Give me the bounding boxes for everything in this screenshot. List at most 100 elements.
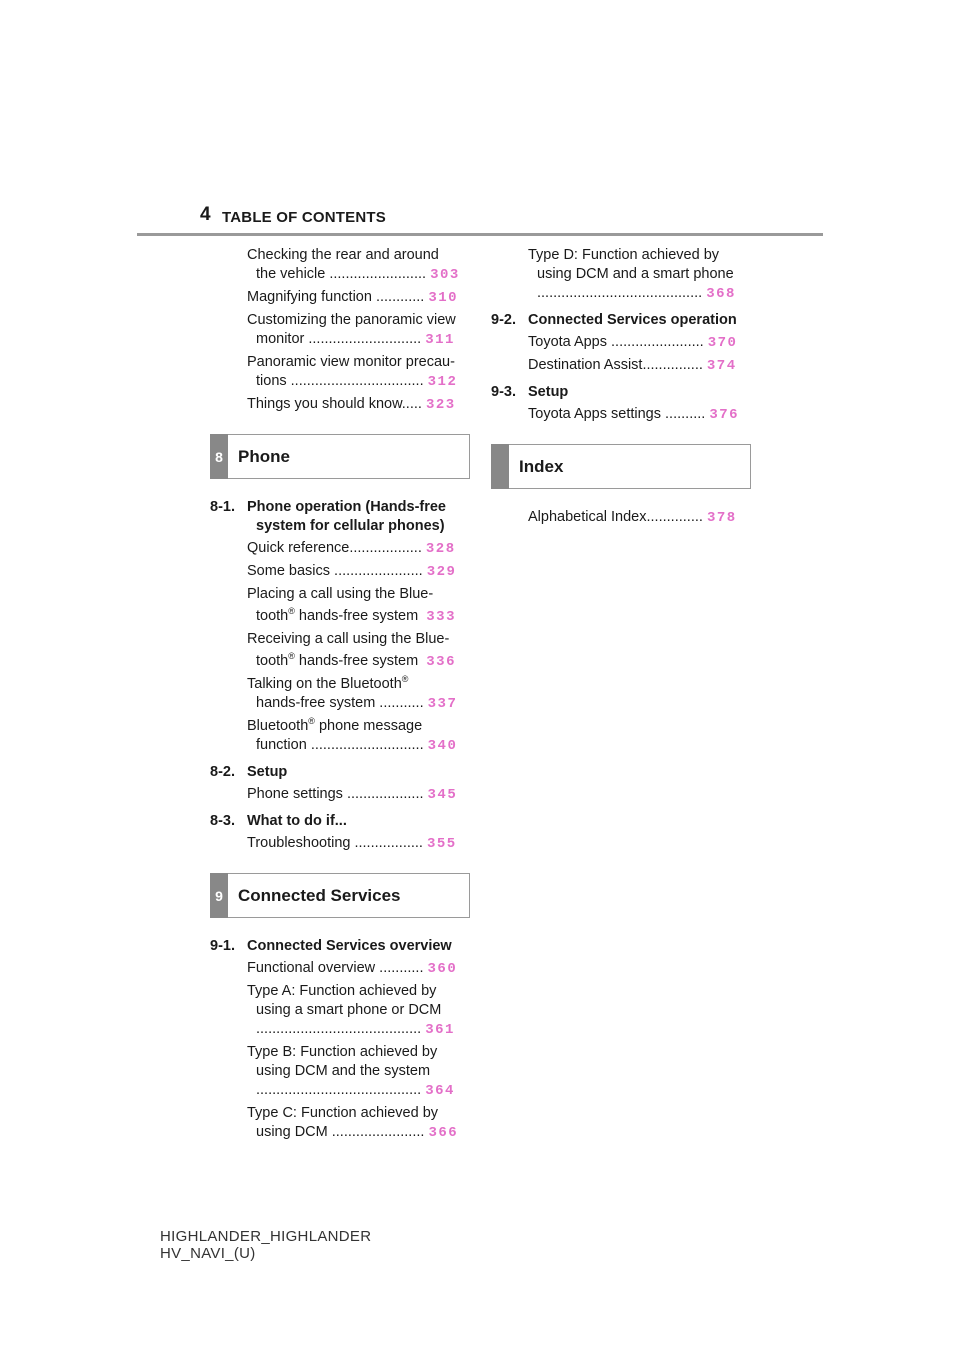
page-link[interactable]: 312 xyxy=(427,374,458,390)
page-link[interactable]: 337 xyxy=(427,696,458,712)
registered-mark: ® xyxy=(288,606,295,617)
chapter-box-phone[interactable]: 8 Phone xyxy=(210,434,470,479)
page-link[interactable]: 355 xyxy=(427,836,457,852)
footer-line: HIGHLANDER_HIGHLANDER xyxy=(160,1228,372,1245)
entry-text: hands-free system xyxy=(294,653,419,669)
page-link[interactable]: 323 xyxy=(425,397,456,413)
entry-text: Bluetooth xyxy=(247,718,309,734)
entry-leader: Toyota Apps settings .......... 376 xyxy=(528,405,751,425)
toc-entry[interactable]: Some basics ...................... 329 xyxy=(247,562,470,582)
entry-leader: tooth® hands-free system 336 xyxy=(256,652,470,672)
page-link[interactable]: 333 xyxy=(426,609,456,625)
entry-text: Magnifying function ............ xyxy=(247,289,425,305)
page-link[interactable]: 360 xyxy=(427,961,458,977)
toc-entry[interactable]: Toyota Apps ....................... 370 xyxy=(528,333,751,353)
entry-dots: ........................................… xyxy=(256,1021,422,1037)
header-title: TABLE OF CONTENTS xyxy=(222,209,386,226)
entry-leader: monitor ............................ 311 xyxy=(256,330,470,350)
toc-entry[interactable]: Checking the rear and around the vehicle… xyxy=(247,246,470,285)
page-link[interactable]: 378 xyxy=(706,510,737,526)
section-label: Setup xyxy=(247,764,288,780)
entry-text: tooth xyxy=(256,653,289,669)
registered-mark: ® xyxy=(288,651,295,662)
page-link[interactable]: 336 xyxy=(426,654,456,670)
chapter-tab: 9 xyxy=(210,873,228,918)
toc-entry[interactable]: Magnifying function ............ 310 xyxy=(247,288,470,308)
page-link[interactable]: 311 xyxy=(425,332,455,348)
toc-entry[interactable]: Troubleshooting ................. 355 xyxy=(247,834,470,854)
chapter-box-connected-services[interactable]: 9 Connected Services xyxy=(210,873,470,918)
section-heading[interactable]: 9-2. Connected Services operation xyxy=(491,311,751,330)
entry-text: Functional overview ........... xyxy=(247,960,424,976)
registered-mark: ® xyxy=(308,716,315,727)
entry-text: Panoramic view monitor precau- xyxy=(247,354,455,370)
chapter-tab: 8 xyxy=(210,434,228,479)
entry-text: Receiving a call using the Blue- xyxy=(247,631,450,647)
page-link[interactable]: 370 xyxy=(707,335,738,351)
section-label: Setup xyxy=(528,384,569,400)
section-heading[interactable]: 8-3. What to do if... xyxy=(210,812,470,831)
section-heading[interactable]: 9-1. Connected Services overview xyxy=(210,937,470,956)
toc-entry[interactable]: Bluetooth® phone message function ......… xyxy=(247,717,470,756)
page-link[interactable]: 310 xyxy=(428,290,459,306)
entry-leader: tooth® hands-free system 333 xyxy=(256,607,470,627)
page-link[interactable]: 361 xyxy=(425,1022,455,1038)
entry-text: Some basics ...................... xyxy=(247,563,423,579)
entry-text: hands-free system xyxy=(294,608,419,624)
page-link[interactable]: 376 xyxy=(709,407,740,423)
toc-entry[interactable]: Type D: Function achieved by using DCM a… xyxy=(528,246,751,304)
section-number: 8-2. xyxy=(210,764,235,780)
toc-entry[interactable]: Customizing the panoramic view monitor .… xyxy=(247,311,470,350)
section-heading[interactable]: 8-2. Setup xyxy=(210,763,470,782)
page-link[interactable]: 303 xyxy=(430,267,460,283)
entry-text: phone message xyxy=(314,718,423,734)
entry-leader: hands-free system ........... 337 xyxy=(256,694,470,714)
toc-entry[interactable]: Type C: Function achieved by using DCM .… xyxy=(247,1104,470,1143)
toc-entry[interactable]: Talking on the Bluetooth® hands-free sys… xyxy=(247,675,470,714)
entry-text: using a smart phone or DCM xyxy=(256,1002,442,1018)
entry-text: Customizing the panoramic view xyxy=(247,312,456,328)
chapter-box-index[interactable]: Index xyxy=(491,444,751,489)
page-link[interactable]: 345 xyxy=(427,787,458,803)
entry-text: Talking on the Bluetooth® xyxy=(247,675,470,694)
toc-entry[interactable]: Destination Assist............... 374 xyxy=(528,356,751,376)
entry-dots: function ............................ xyxy=(256,737,424,753)
toc-entry[interactable]: Toyota Apps settings .......... 376 xyxy=(528,405,751,425)
section-label: Phone operation (Hands-free system for c… xyxy=(247,498,470,536)
entry-leader: tions ................................. … xyxy=(256,372,470,392)
page-link[interactable]: 328 xyxy=(425,541,456,557)
section-heading[interactable]: 9-3. Setup xyxy=(491,383,751,402)
section-number: 9-3. xyxy=(491,384,516,400)
entry-text: using DCM and a smart phone xyxy=(537,266,734,282)
page-link[interactable]: 366 xyxy=(428,1125,459,1141)
entry-leader: Alphabetical Index.............. 378 xyxy=(528,508,751,528)
toc-entry[interactable]: Functional overview ........... 360 xyxy=(247,959,470,979)
toc-entry[interactable]: Phone settings ................... 345 xyxy=(247,785,470,805)
entry-dots: ........................................… xyxy=(537,285,703,301)
toc-entry[interactable]: Type B: Function achieved by using DCM a… xyxy=(247,1043,470,1101)
page-link[interactable]: 374 xyxy=(706,358,737,374)
section-label: Connected Services overview xyxy=(247,938,452,954)
page-link[interactable]: 368 xyxy=(706,286,736,302)
page-link[interactable]: 329 xyxy=(426,564,457,580)
entry-leader: the vehicle ........................ 303 xyxy=(256,265,470,285)
toc-entry[interactable]: Things you should know..... 323 xyxy=(247,395,470,415)
toc-entry[interactable]: Panoramic view monitor precau- tions ...… xyxy=(247,353,470,392)
page-link[interactable]: 364 xyxy=(425,1083,455,1099)
entry-dots: tions ................................. xyxy=(256,373,424,389)
entry-text: Alphabetical Index.............. xyxy=(528,509,703,525)
entry-text: Destination Assist............... xyxy=(528,357,703,373)
section-number: 9-2. xyxy=(491,312,516,328)
toc-entry[interactable]: Quick reference.................. 328 xyxy=(247,539,470,559)
section-heading[interactable]: 8-1. Phone operation (Hands-free system … xyxy=(210,498,470,536)
entry-text: Type B: Function achieved by xyxy=(247,1044,438,1060)
page-link[interactable]: 340 xyxy=(427,738,458,754)
toc-entry[interactable]: Receiving a call using the Blue- tooth® … xyxy=(247,630,470,672)
toc-entry[interactable]: Type A: Function achieved by using a sma… xyxy=(247,982,470,1040)
toc-entry[interactable]: Alphabetical Index.............. 378 xyxy=(528,508,751,528)
entry-leader: Phone settings ................... 345 xyxy=(247,785,470,805)
toc-entry[interactable]: Placing a call using the Blue- tooth® ha… xyxy=(247,585,470,627)
entry-text: Quick reference.................. xyxy=(247,540,422,556)
entry-dots: ........................................… xyxy=(256,1082,422,1098)
entry-text: tooth xyxy=(256,608,289,624)
